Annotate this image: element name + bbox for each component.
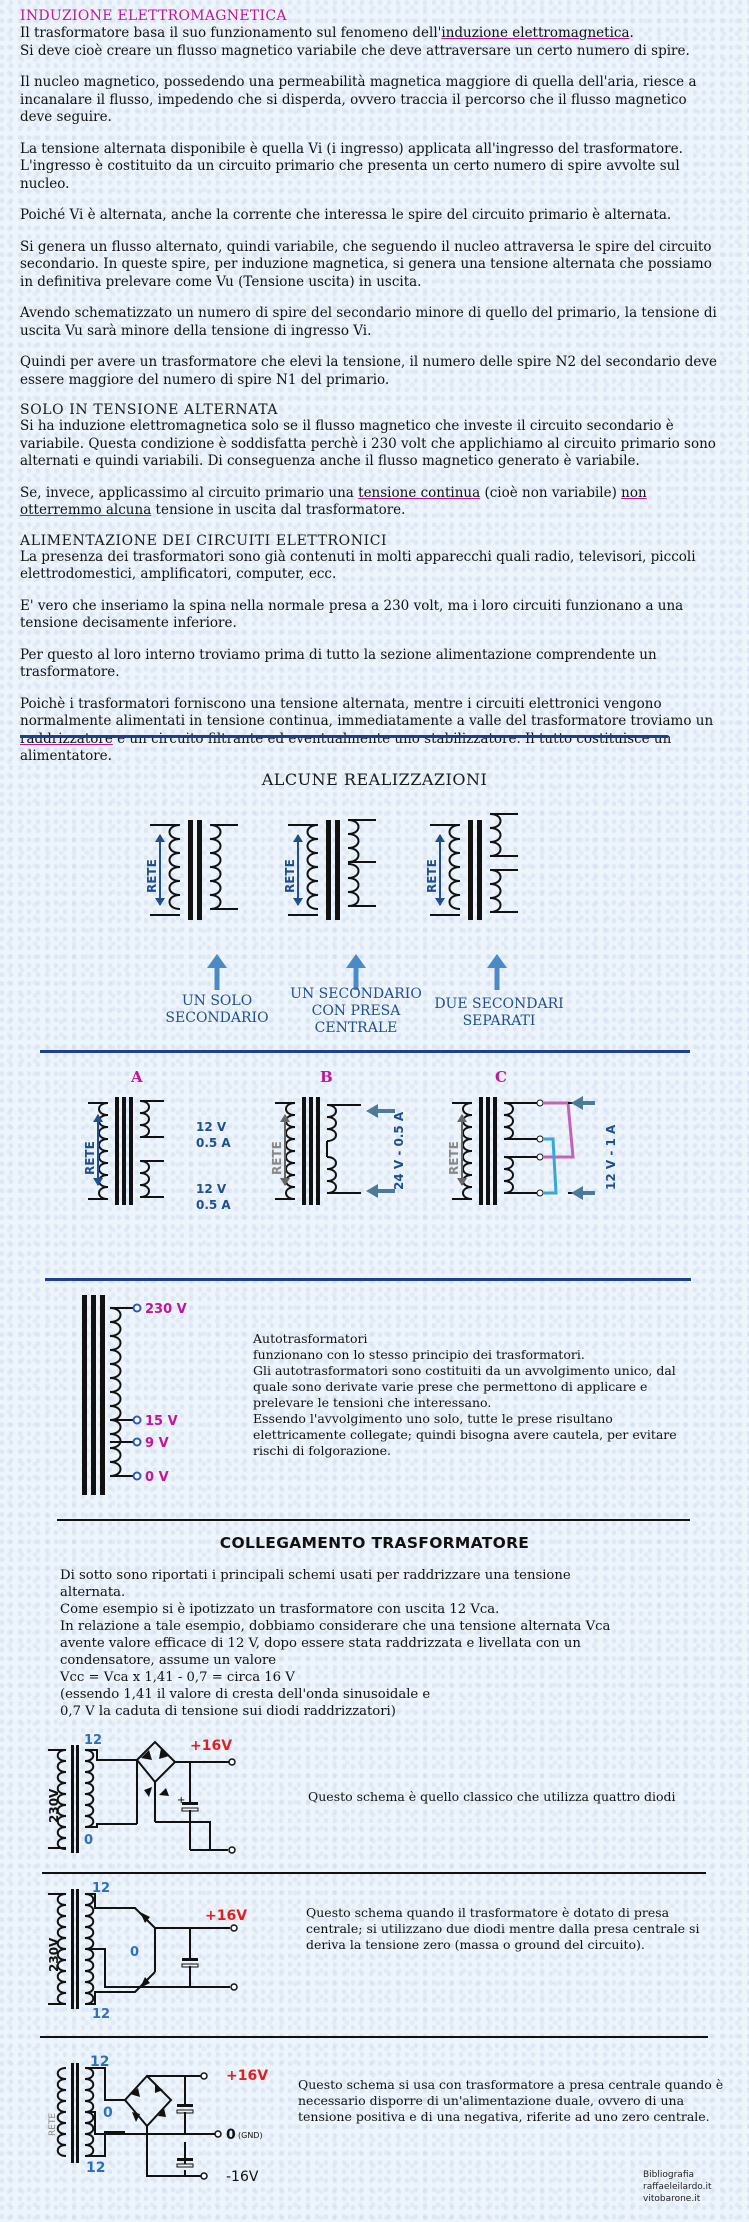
schema3-description: Questo schema si usa con trasformatore a…	[298, 2077, 724, 2124]
label-gnd-0: 0	[226, 2127, 236, 2143]
label-12-bottom: 12	[92, 2007, 110, 2020]
transformer-single-secondary	[150, 820, 238, 990]
link-vitobarone[interactable]: vitobarone.it	[643, 2194, 701, 2204]
schema-bridge: + 230V 12 0 +16V	[47, 1733, 236, 1854]
label-c-output: 12 V - 1 A	[604, 1124, 618, 1190]
label-0v: 0 V	[145, 1470, 169, 1485]
label-0: 0	[130, 1945, 139, 1960]
link-raddrizzatore[interactable]: raddrizzatore	[20, 730, 113, 747]
label-rete: RETE	[283, 859, 297, 893]
label-v1-A: 12 V	[196, 1120, 227, 1134]
paragraph: Poiché Vi è alternata, anche la corrente…	[20, 207, 672, 223]
schema-dual-supply: RETE 12 0 12 +16V 0 (GND) -16V	[48, 2054, 268, 2185]
label-9v: 9 V	[145, 1436, 169, 1451]
label-i2-A: 0.5 A	[196, 1198, 231, 1212]
label-rete-B: RETE	[270, 1141, 284, 1175]
heading-alimentazione: ALIMENTAZIONE DEI CIRCUITI ELETTRONICI	[20, 532, 388, 549]
paragraph: Se, invece, applicassimo al circuito pri…	[20, 484, 647, 519]
schema2-description: Questo schema quando il trasformatore è …	[306, 1905, 700, 1952]
paragraph: Avendo schematizzato un numero di spire …	[20, 305, 717, 339]
realizzazioni-diagram: RETE RETE RETE	[145, 813, 518, 990]
label-230v: 230V	[47, 1937, 61, 1972]
link-tensione-continua[interactable]: tensione continua	[358, 484, 481, 501]
autotransformer-title: Autotrasformatori	[253, 1331, 368, 1346]
paragraph: Si ha induzione elettromagnetica solo se…	[20, 418, 716, 469]
autotransformer-diagram: 230 V 15 V 9 V 0 V	[82, 1295, 187, 1495]
label-12: 12	[84, 1733, 102, 1748]
label-16v: +16V	[190, 1738, 232, 1754]
paragraph: Poichè i trasformatori forniscono una te…	[20, 695, 714, 765]
transformer-center-tap	[288, 819, 376, 990]
label-rete: RETE	[145, 859, 159, 893]
title-realizzazioni: ALCUNE REALIZZAZIONI	[261, 770, 488, 789]
transformer-B	[275, 1097, 395, 1205]
paragraph: Quindi per avere un trasformatore che el…	[20, 354, 718, 388]
svg-text:+: +	[177, 1795, 185, 1806]
paragraph: Si genera un flusso alternato, quindi va…	[20, 238, 712, 290]
divider	[57, 1519, 690, 1521]
label-16v: +16V	[205, 1908, 247, 1924]
divider	[20, 735, 668, 738]
label-230v: 230 V	[145, 1302, 187, 1317]
label-rete-A: RETE	[83, 1141, 97, 1175]
footer-bibliografia: Bibliografia raffaeleilardo.it vitobaron…	[643, 2170, 712, 2204]
schema1-description: Questo schema è quello classico che util…	[308, 1789, 676, 1804]
paragraph: Il nucleo magnetico, possedendo una perm…	[20, 74, 697, 125]
link-non-otterremmo[interactable]: non otterremmo alcuna	[20, 484, 647, 519]
link-raffaeleilardo[interactable]: raffaeleilardo.it	[643, 2182, 712, 2192]
abc-diagram: RETE 12 V 0.5 A 12 V 0.5 A 24 V - 0.5 A …	[83, 1096, 618, 1212]
label-15v: 15 V	[145, 1414, 178, 1429]
label-B: B	[320, 1068, 333, 1086]
label-C: C	[495, 1068, 507, 1086]
label-0: 0	[84, 1833, 93, 1848]
label-16v-negative: -16V	[226, 2169, 259, 2185]
label-12-top: 12	[92, 1881, 110, 1896]
link-induzione[interactable]: induzione elettromagnetica	[441, 25, 630, 41]
paragraph: La tensione alternata disponibile è quel…	[20, 140, 683, 192]
label-230v: 230V	[47, 1788, 61, 1823]
label-0: 0	[103, 2105, 113, 2121]
label-12-top: 12	[90, 2054, 109, 2070]
divider	[45, 1278, 691, 1281]
transformer-A	[88, 1097, 164, 1205]
label-gnd: (GND)	[238, 2131, 263, 2140]
autotransformer-text: Autotrasformatori funzionano con lo stes…	[253, 1331, 683, 1459]
divider	[42, 1872, 706, 1874]
transformer-C	[452, 1096, 595, 1205]
paragraph: La presenza dei trasformatori sono già c…	[20, 548, 696, 583]
transformer-two-secondaries	[430, 813, 518, 990]
heading-solo-alternata: SOLO IN TENSIONE ALTERNATA	[20, 402, 279, 418]
label-i1-A: 0.5 A	[196, 1136, 231, 1150]
label-rete: RETE	[425, 859, 439, 893]
label-A: A	[131, 1068, 143, 1086]
paragraph: Per questo al loro interno troviamo prim…	[20, 646, 657, 681]
label-12-bottom: 12	[86, 2160, 105, 2176]
label-rete-C: RETE	[447, 1141, 461, 1175]
label-16v-positive: +16V	[226, 2068, 268, 2084]
divider	[40, 1050, 690, 1053]
label-rete: RETE	[48, 2113, 58, 2136]
paragraph: Il trasformatore basa il suo funzionamen…	[20, 25, 634, 41]
section-induzione: INDUZIONE ELETTROMAGNETICA Il trasformat…	[20, 8, 720, 766]
paragraph: Si deve cioè creare un flusso magnetico …	[20, 42, 690, 59]
label-b-output: 24 V - 0.5 A	[392, 1111, 406, 1190]
title-collegamento: COLLEGAMENTO TRASFORMATORE	[219, 1534, 530, 1552]
collegamento-text: Di sotto sono riportati i principali sch…	[60, 1568, 611, 1719]
label-v2-A: 12 V	[196, 1182, 227, 1196]
heading-induzione: INDUZIONE ELETTROMAGNETICA	[20, 8, 287, 24]
schema-center-tap: 230V 12 0 12 +16V	[47, 1881, 247, 2020]
paragraph: E' vero che inseriamo la spina nella nor…	[20, 597, 684, 632]
divider	[40, 2036, 708, 2038]
